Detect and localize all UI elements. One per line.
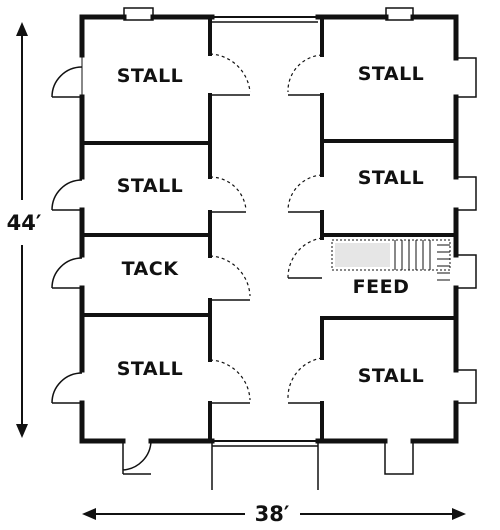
door-arc-left-4 [51, 372, 83, 404]
room-label-stall-left-4: STALL [117, 358, 184, 380]
room-label-tack: TACK [122, 258, 180, 280]
door-arc-left-1 [51, 66, 83, 98]
top-window-right [385, 7, 414, 21]
door-arc-left-3 [51, 257, 83, 289]
depth-dimension-label: 44′ [7, 211, 42, 235]
outer-walls [79, 14, 459, 444]
width-dimension-label: 38′ [255, 502, 290, 526]
door-arc-right-1 [456, 57, 477, 98]
door-arc-left-2 [51, 179, 83, 211]
room-label-feed: FEED [353, 276, 410, 298]
stall-door-right-1 [287, 54, 323, 93]
depth-dimension-arrow [16, 22, 28, 438]
room-label-stall-right-1: STALL [358, 63, 425, 85]
door-arc-right-4 [456, 369, 477, 404]
room-label-stall-left-1: STALL [117, 65, 184, 87]
stall-door-left-1 [209, 53, 251, 93]
room-label-stall-right-2: STALL [358, 167, 425, 189]
stall-door-right-2 [287, 174, 323, 211]
exterior-doors [51, 55, 477, 475]
door-arc-bottom-left [122, 440, 152, 475]
stall-door-right-4 [287, 357, 323, 399]
door-arc-right-3 [456, 254, 477, 289]
stall-door-left-2 [209, 176, 247, 211]
stall-door-left-4 [209, 359, 251, 401]
room-label-stall-left-2: STALL [117, 175, 184, 197]
stall-doors [209, 53, 323, 401]
wall-openings [123, 7, 414, 490]
door-arc-right-2 [456, 176, 477, 211]
door-arc-bottom-right [384, 441, 414, 475]
stall-door-leaves [210, 94, 322, 404]
room-label-stall-right-4: STALL [358, 365, 425, 387]
stall-door-right-3 [287, 237, 323, 279]
stall-door-left-3 [209, 255, 251, 297]
interior-walls [80, 15, 458, 443]
width-dimension-arrow [82, 508, 466, 520]
feed-room-stair [331, 239, 451, 281]
top-window-left [123, 7, 154, 21]
